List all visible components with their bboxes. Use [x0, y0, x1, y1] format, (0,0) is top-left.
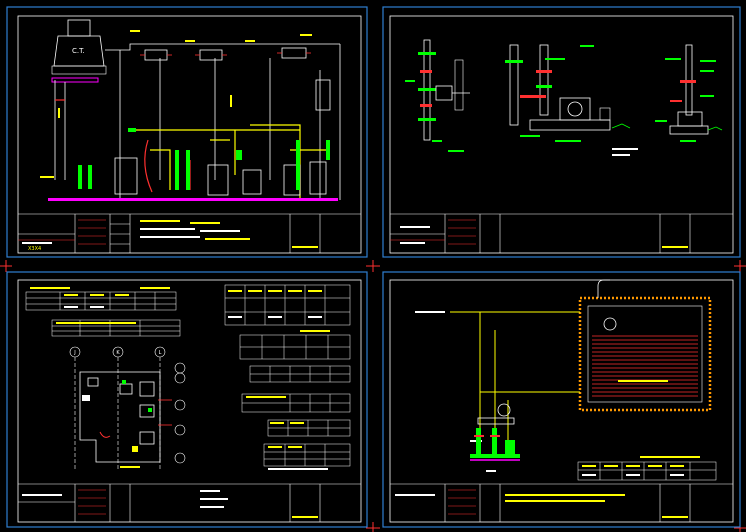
sheet-1-footer-label: X3X4	[28, 246, 41, 252]
sheet-4-inner-frame	[389, 279, 734, 523]
plant-room-plan	[79, 371, 161, 463]
booster-pump-set	[470, 403, 520, 461]
schedule-table-6	[241, 393, 351, 413]
sheet-1-title-block-red-lines	[18, 219, 106, 245]
cooling-tower: C.T.	[51, 19, 107, 83]
schedule-table-1	[25, 291, 177, 311]
equipment-boxes	[114, 79, 331, 196]
pump-detail-3	[655, 44, 723, 142]
grid-label-j: J	[73, 350, 75, 356]
schedule-table-1-text	[30, 287, 170, 308]
sheet-3-title-text	[22, 490, 318, 518]
chiller-red-marks	[140, 52, 311, 56]
sheet-2-white-labels	[612, 148, 638, 156]
cooling-tower-label: C.T.	[72, 47, 85, 55]
floor-line	[48, 198, 338, 201]
grid-label-l: L	[159, 350, 162, 356]
sheet-3-outer-frame	[6, 271, 368, 528]
sheet-1: X3X4 C.T.	[6, 6, 368, 258]
sheet-2	[382, 6, 741, 258]
sheet-3-title-block	[18, 483, 361, 522]
schedule-table-3-text	[228, 290, 322, 318]
grid-labels: J K L	[73, 350, 161, 356]
sheet-4-outer-frame	[382, 271, 741, 528]
sheet-1-title-block	[18, 213, 361, 253]
schedule-table-4	[239, 334, 351, 360]
sheet-2-inner-frame	[389, 15, 734, 254]
sheet-1-inner-frame	[17, 15, 362, 254]
sheet-4	[382, 271, 741, 528]
sheet-3-inner-frame	[17, 279, 362, 523]
schedule-table-8	[263, 443, 351, 467]
sheet-3-title-block-red-lines	[78, 489, 106, 515]
sheet-4-schedule-table	[577, 461, 717, 481]
schedule-table-6-text	[246, 396, 286, 398]
plant-room-details	[82, 380, 172, 468]
sheet-4-title-block	[390, 483, 733, 522]
sheet-4-title-text	[395, 494, 688, 518]
pump-detail-2	[505, 44, 631, 142]
sheet-2-title-text	[400, 226, 688, 248]
pump-sets	[78, 128, 330, 190]
water-tank-label	[618, 380, 668, 382]
main-piping	[54, 43, 341, 200]
float-valve	[603, 317, 617, 331]
schedule-right-text	[268, 422, 328, 470]
schedule-table-2-text	[56, 322, 136, 324]
schedule-table-3	[224, 284, 351, 326]
grid-label-k: K	[116, 350, 120, 356]
sheet-3: J K L	[6, 271, 368, 528]
sheet-1-outer-frame	[6, 6, 368, 258]
schedule-table-7	[267, 419, 351, 437]
schedule-table-5	[249, 365, 351, 383]
water-tank-wall	[578, 296, 712, 412]
sheet-4-schedule-table-text	[582, 456, 700, 476]
schedule-table-4-title	[300, 330, 330, 332]
sheet-2-title-block-red-lines	[390, 219, 476, 245]
sheet-4-title-block-red-lines	[448, 489, 476, 515]
sheet-1-title-text: X3X4	[22, 220, 318, 252]
sheet-2-outer-frame	[382, 6, 741, 258]
water-tank	[578, 279, 712, 412]
sheet-2-title-block	[390, 213, 733, 253]
pump-detail-1	[405, 39, 470, 152]
water-tank-inner	[587, 305, 703, 403]
sheet-1-annotations	[40, 30, 312, 178]
vent-pipe	[597, 279, 610, 298]
